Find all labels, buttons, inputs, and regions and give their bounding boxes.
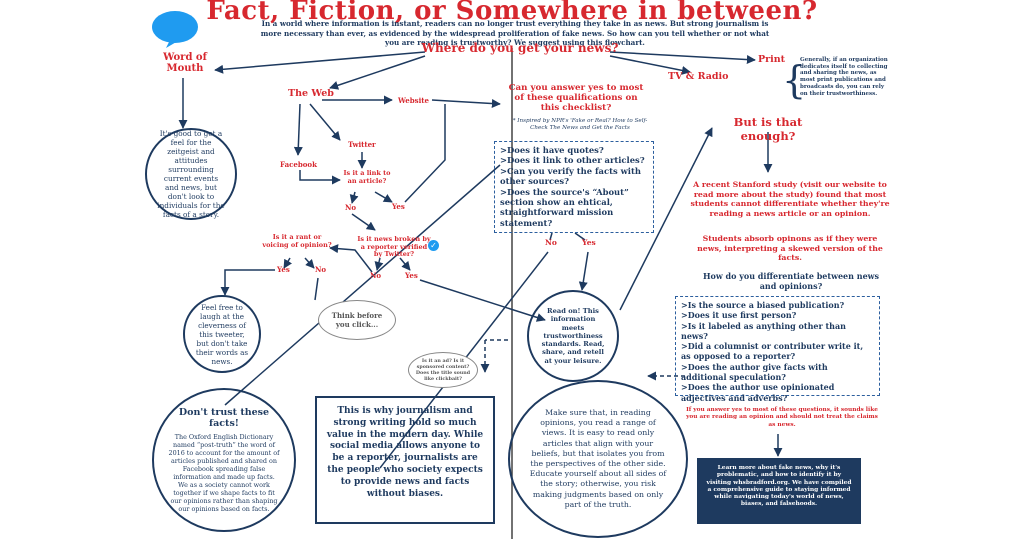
web-no-2: No [370,271,382,280]
checklist-item: >Does it have quotes? [500,145,604,155]
web-yes-1: Yes [392,202,405,211]
dont-trust-body: The Oxford English Dictionary named “pos… [168,433,280,513]
intro-text: In a world where information is instant,… [260,19,770,47]
web-no-3: No [315,265,327,274]
source-print: Print [758,54,786,65]
journalism-text: This is why journalism and strong writin… [326,406,484,499]
read-on-circle: Read on! This information meets trustwor… [527,290,619,382]
enough-question: But is that enough? [733,115,803,143]
word-of-mouth-circle: It's good to get a feel for the zeitgeis… [145,128,237,220]
laugh-circle: Feel free to laugh at the cleverness of … [183,295,261,373]
stanford-text: A recent Stanford study (visit our websi… [690,180,890,218]
checklist-credit: * Inspired by NPR's 'Fake or Real? How t… [512,118,648,131]
web-yes-2: Yes [405,271,418,280]
differentiate-item: >Did a columnist or contributer write it… [681,341,866,362]
learn-more-text: Learn more about fake news, why it's pro… [706,464,852,508]
laugh-text: Feel free to laugh at the cleverness of … [195,302,249,366]
checklist-item: >Does it link to other articles? [500,155,645,166]
differentiate-item: >Is it labeled as anything other than ne… [681,320,849,341]
page-title: Fact, Fiction, or Somewhere in between? [206,0,818,26]
differentiate-box: >Is the source a biased publication? >Do… [675,296,880,403]
dont-trust-heading: Don't trust these facts! [178,407,270,429]
journalism-box: This is why journalism and strong writin… [315,396,495,524]
source-the-web: The Web [288,88,334,99]
web-twitter: Twitter [348,140,376,149]
source-tv-radio: TV & Radio [668,71,729,82]
web-broken-by-reporter: Is it news broken by a reporter verified… [357,235,431,258]
ad-cloud: Is it an ad? Is it sponsored content? Do… [408,352,478,388]
brace-symbol: { [782,58,807,102]
think-before-click-cloud: Think before you click... [318,300,396,340]
opinions-text: Make sure that, in reading opinions, you… [529,407,667,509]
web-website: Website [398,96,429,105]
print-note: Generally, if an organization dedicates … [800,57,888,97]
checklist-item: >Can you verify the facts with other sou… [500,165,644,187]
answer-note: If you answer yes to most of these quest… [686,407,878,428]
web-facebook: Facebook [280,160,317,169]
speech-bubble-icon [150,10,200,48]
differentiate-item: >Is the source a biased publication? [681,300,845,310]
checklist-no: No [545,238,557,247]
web-rant-question: Is it a rant or voicing of opinion? [262,233,332,249]
differentiate-question: How do you differentiate between news an… [702,271,880,291]
differentiate-item: >Does it use first person? [681,310,797,321]
think-cloud-text: Think before you click... [331,311,383,329]
source-word-of-mouth: Word of Mouth [163,52,207,74]
checklist-question: Can you answer yes to most of these qual… [508,83,644,113]
learn-more-box: Learn more about fake news, why it's pro… [697,458,861,524]
read-on-text: Read on! This information meets trustwor… [541,306,605,365]
differentiate-item: >Does the author give facts with additio… [681,361,831,383]
opinions-circle: Make sure that, in reading opinions, you… [508,380,688,538]
web-no-1: No [345,203,357,212]
web-yes-3: Yes [277,265,290,274]
checklist-yes: Yes [582,238,596,247]
checklist-box: >Does it have quotes? >Does it link to o… [494,141,654,233]
main-question: Where do you get your news? [421,41,619,55]
web-is-link: Is it a link to an article? [343,169,391,185]
word-of-mouth-text: It's good to get a feel for the zeitgeis… [157,129,225,219]
stanford-text-2: Students absorb opinons as if they were … [697,234,883,263]
checklist-item: >Does the source's “About” section show … [500,186,632,228]
dont-trust-circle: Don't trust these facts! The Oxford Engl… [152,388,296,532]
verified-badge-icon: ✓ [428,240,439,251]
ad-cloud-text: Is it an ad? Is it sponsored content? Do… [415,358,471,382]
differentiate-item: >Does the author use opinionated adjecti… [681,382,838,403]
